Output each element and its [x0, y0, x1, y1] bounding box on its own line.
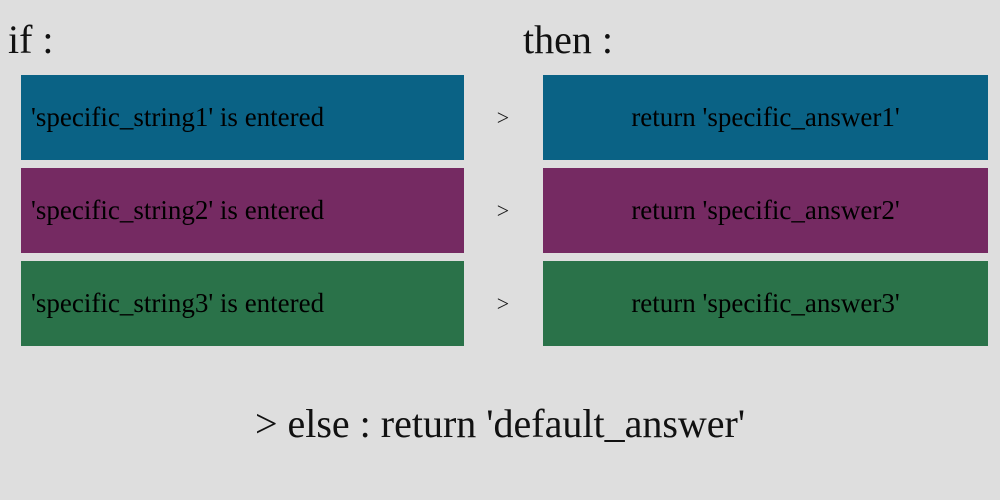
condition-label: 'specific_string1' is entered — [31, 102, 325, 132]
result-column-heading: then : — [523, 17, 613, 62]
result-bar[interactable]: return 'specific_answer2' — [543, 168, 988, 253]
condition-bar[interactable]: 'specific_string2' is entered — [21, 168, 464, 253]
result-bar[interactable]: return 'specific_answer3' — [543, 261, 988, 346]
arrow-right-icon: > — [496, 290, 510, 316]
arrow-right-icon: > — [496, 197, 510, 223]
condition-bar[interactable]: 'specific_string3' is entered — [21, 261, 464, 346]
condition-bar[interactable]: 'specific_string1' is entered — [21, 75, 464, 160]
condition-label: 'specific_string2' is entered — [31, 195, 325, 225]
result-label: return 'specific_answer1' — [631, 102, 900, 132]
result-bar[interactable]: return 'specific_answer1' — [543, 75, 988, 160]
arrow-right-icon: > — [496, 104, 510, 130]
condition-label: 'specific_string3' is entered — [31, 288, 325, 318]
result-label: return 'specific_answer3' — [631, 288, 900, 318]
rule-row: 'specific_string3' is entered > return '… — [0, 261, 1000, 346]
result-label: return 'specific_answer2' — [631, 195, 900, 225]
condition-column-heading: if : — [8, 17, 54, 62]
rule-row: 'specific_string1' is entered > return '… — [0, 75, 1000, 160]
else-fallback-label: > else : return 'default_answer' — [254, 401, 746, 446]
rule-row: 'specific_string2' is entered > return '… — [0, 168, 1000, 253]
